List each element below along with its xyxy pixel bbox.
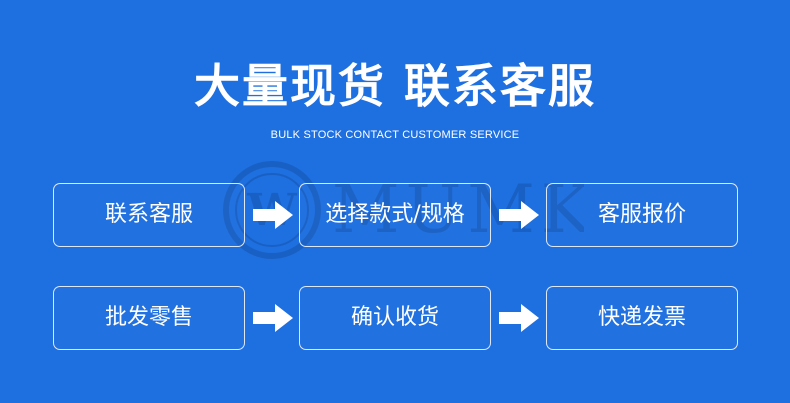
step-contact-service: 联系客服 bbox=[53, 183, 245, 247]
page-subtitle: BULK STOCK CONTACT CUSTOMER SERVICE bbox=[270, 129, 520, 141]
step-choose-style: 选择款式/规格 bbox=[299, 183, 491, 247]
right-arrow-icon bbox=[253, 201, 293, 229]
step-service-quote: 客服报价 bbox=[546, 183, 738, 247]
step-wholesale-retail: 批发零售 bbox=[53, 286, 245, 350]
page-title: 大量现货 联系客服 bbox=[193, 59, 596, 113]
right-arrow-icon bbox=[253, 304, 293, 332]
step-express-invoice: 快递发票 bbox=[546, 286, 738, 350]
right-arrow-icon bbox=[499, 201, 539, 229]
step-confirm-receipt: 确认收货 bbox=[299, 286, 491, 350]
right-arrow-icon bbox=[499, 304, 539, 332]
